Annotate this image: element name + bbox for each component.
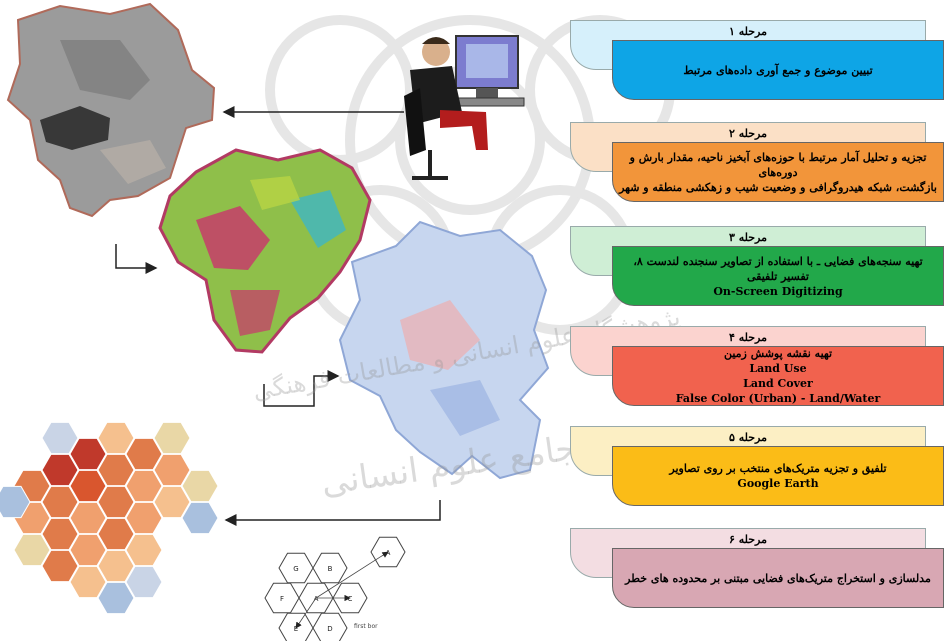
hex-outline [278,552,314,584]
computer-user-icon [404,35,525,180]
hex-cell [153,453,191,487]
hex-cell [97,421,135,455]
hex-cell [125,469,163,503]
stage-body: تهیه سنجه‌های فضایی ـ با استفاده از تصاو… [612,246,944,306]
hex-cell [97,581,135,615]
map-hexagon-heat [0,421,219,615]
hex-cell [125,437,163,471]
hex-cell [69,565,107,599]
hex-cell [41,453,79,487]
hex-label: C [348,595,353,603]
stage-title: مرحله ۶ [728,533,768,546]
hex-cell [181,501,219,535]
hex-cell [181,469,219,503]
stage-text-line: On-Screen Digitizing [713,284,843,298]
hex-cell [41,421,79,455]
stage-title: مرحله ۴ [728,331,768,344]
stage-body: تجزیه و تحلیل آمار مرتبط با حوزه‌های آبخ… [612,142,944,202]
stage-box: مرحله ۳ تهیه سنجه‌های فضایی ـ با استفاده … [570,226,944,308]
hex-cell [153,485,191,519]
hex-cell [0,485,31,519]
hex-cell [97,485,135,519]
hex-cell [153,421,191,455]
map-landcover [158,148,372,354]
stage-text-line: Google Earth [737,477,819,490]
hex-cell [69,501,107,535]
hex-cell [41,549,79,583]
map-satellite [6,2,216,218]
hex-cell [97,549,135,583]
stage-body: مدلسازی و استخراج متریک‌های فضایی مبتنی … [612,548,944,608]
stage-text-line: بازگشت، شبکه هیدروگرافی و وضعیت شیب و زه… [619,180,937,194]
map-falsecolor [338,220,550,480]
hex-label: G [293,565,298,573]
stage-text-line: False Color (Urban) - Land/Water [675,392,881,405]
hex-note: first bor [354,623,378,630]
hex-cell [13,533,51,567]
hex-distance-arrow [295,597,317,629]
hex-label: B [328,565,333,573]
stage-title: مرحله ۱ [728,25,768,38]
hex-cell [69,469,107,503]
stage-title: مرحله ۳ [728,231,768,244]
stage-box: مرحله ۲ تجزیه و تحلیل آمار مرتبط با حوزه‌… [570,122,944,204]
hex-cell [97,517,135,551]
hex-cell [125,533,163,567]
stage-text-line: تهیه سنجه‌های فضایی ـ با استفاده از تصاو… [633,254,923,283]
hex-cell [41,485,79,519]
hex-label: D [327,625,332,633]
hex-distance-arrow [315,551,389,599]
stage-text-line: Land Use [749,362,807,375]
stage-title: مرحله ۲ [728,127,768,140]
hex-cell [125,501,163,535]
hex-outline [312,552,348,584]
stage-body: تبیین موضوع و جمع آوری داده‌های مرتبط [612,40,944,100]
hex-cell [69,533,107,567]
stage-text-line: تهیه نقشه پوشش زمین [723,347,833,360]
hex-outline [264,582,300,614]
hex-cell [97,453,135,487]
stage-body: تلفیق و تجزیه متریک‌های منتخب بر روی تصا… [612,446,944,506]
hex-label: F [280,595,284,603]
hex-cell [41,517,79,551]
hex-cell [125,565,163,599]
stage-text-line: تبیین موضوع و جمع آوری داده‌های مرتبط [683,63,873,77]
hex-label: A [314,595,319,603]
stage-text-line: تلفیق و تجزیه متریک‌های منتخب بر روی تصا… [669,462,887,475]
stage-text-line: Land Cover [743,377,813,390]
flow-arrows [115,106,441,526]
stage-box: مرحله ۱ تبیین موضوع و جمع آوری داده‌های م… [570,20,944,102]
hex-cell [69,437,107,471]
stage-text-line: مدلسازی و استخراج متریک‌های فضایی مبتنی … [625,571,931,585]
hex-label: E [294,625,298,633]
stage-title: مرحله ۵ [728,431,768,444]
hex-outline [312,612,348,641]
stage-box: مرحله ۶ مدلسازی و استخراج متریک‌های فضایی… [570,528,944,610]
stage-text-line: تجزیه و تحلیل آمار مرتبط با حوزه‌های آبخ… [629,150,927,179]
stage-box: مرحله ۵ تلفیق و تجزیه متریک‌های منتخب بر … [570,426,944,508]
